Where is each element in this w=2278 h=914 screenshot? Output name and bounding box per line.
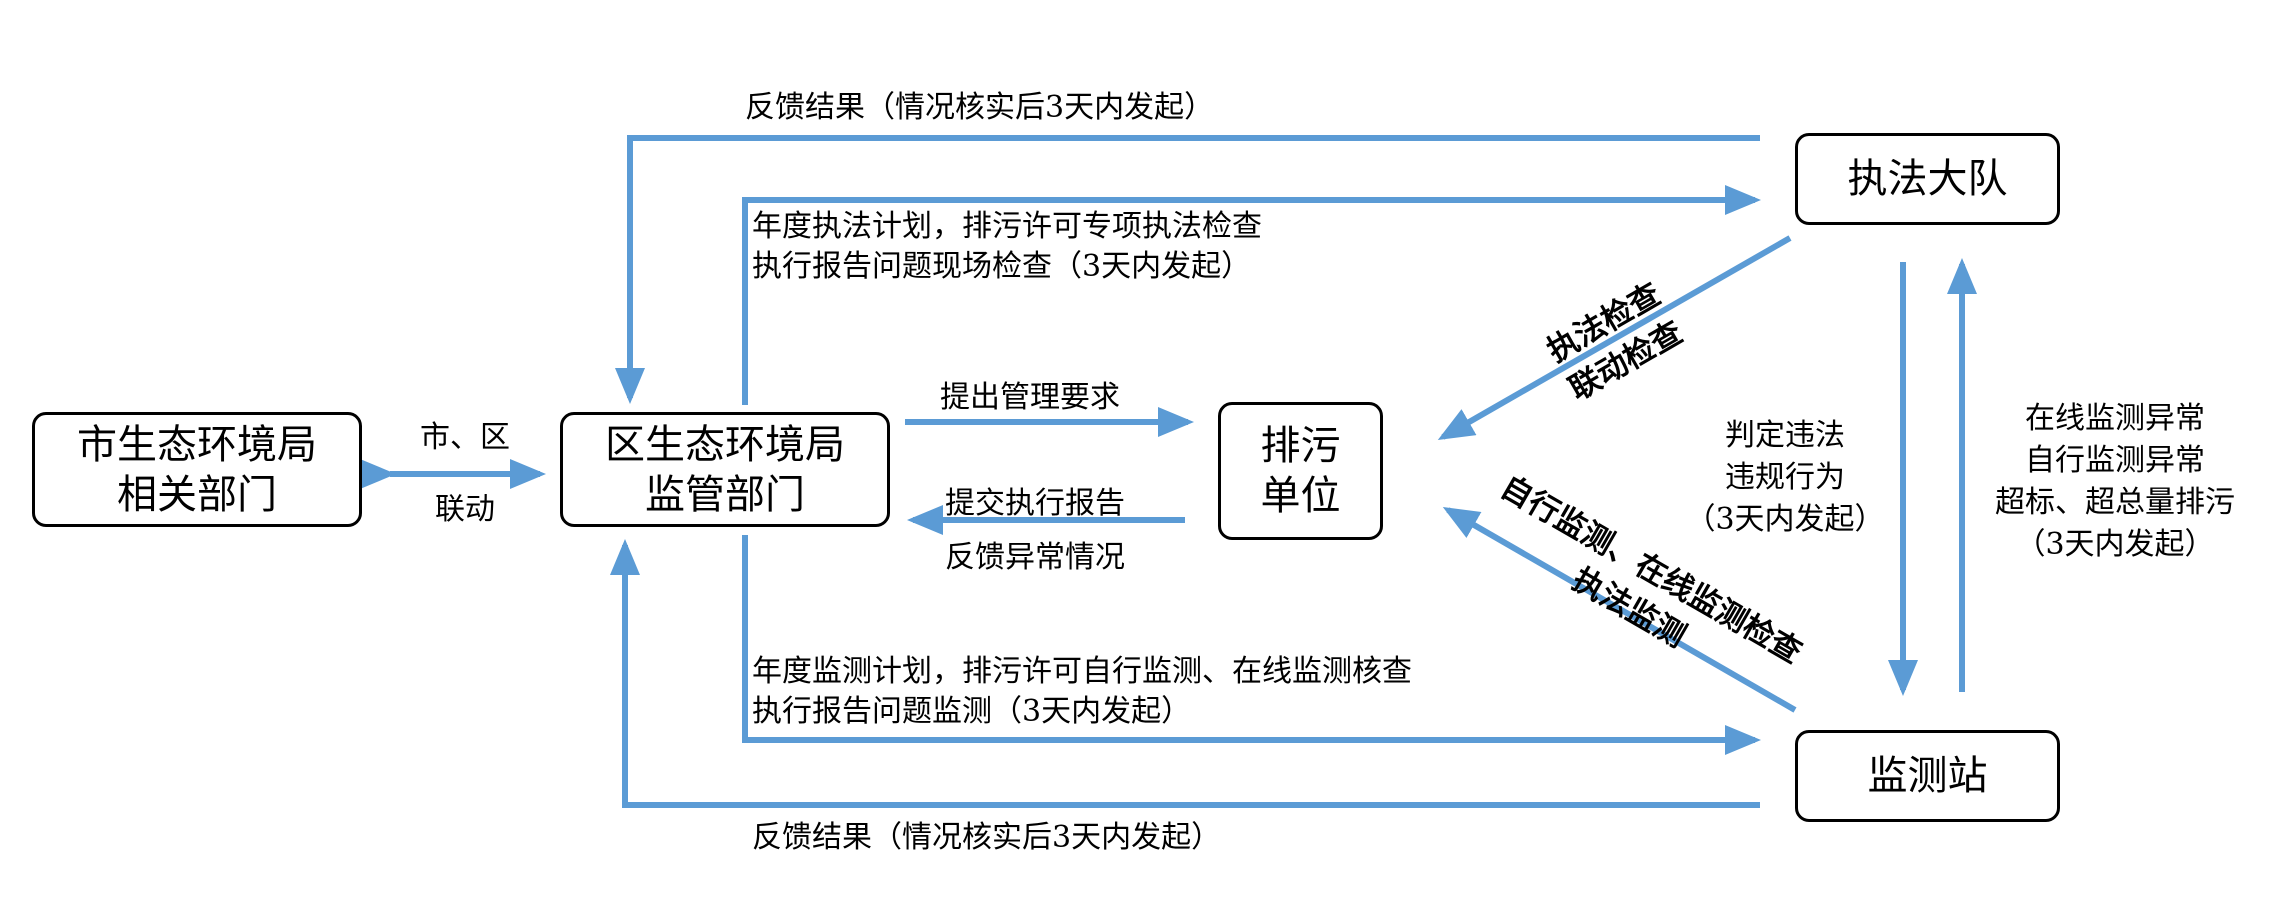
node-polluter-line-2: 单位 xyxy=(1260,473,1341,519)
label-feedback-bottom: 反馈结果（情况核实后3天内发起） xyxy=(752,818,1221,858)
node-polluter: 排污 单位 xyxy=(1218,402,1383,540)
node-monitoring: 监测站 xyxy=(1795,730,2060,822)
node-enforcement: 执法大队 xyxy=(1795,133,2060,225)
node-enforcement-line-1: 执法大队 xyxy=(1847,156,2008,202)
label-city-district-link-line-1: 市、区 xyxy=(420,420,510,455)
label-management-req: 提出管理要求 xyxy=(940,378,1120,418)
label-submit-report-line-2: 反馈异常情况 xyxy=(945,540,1125,575)
label-monitoring-plan-line-1: 年度监测计划，排污许可自行监测、在线监测核查 xyxy=(752,654,1412,689)
label-determine-violation-line-2: 违规行为 xyxy=(1725,460,1845,495)
label-city-district-link: 市、区 联动 xyxy=(400,418,530,530)
node-district-bureau: 区生态环境局 监管部门 xyxy=(560,412,890,527)
label-monitoring-plan-line-2: 执行报告问题监测（3天内发起） xyxy=(752,694,1192,729)
label-determine-violation-line-3: （3天内发起） xyxy=(1685,502,1885,537)
arrow-enforcement-plan xyxy=(742,185,1761,405)
label-enforcement-plan-line-1: 年度执法计划，排污许可专项执法检查 xyxy=(752,209,1262,244)
label-determine-violation: 判定违法 违规行为 （3天内发起） xyxy=(1680,415,1890,541)
node-city-bureau-line-1: 市生态环境局 xyxy=(77,421,317,468)
node-district-bureau-line-2: 监管部门 xyxy=(645,471,805,518)
label-feedback-top: 反馈结果（情况核实后3天内发起） xyxy=(745,88,1214,128)
label-feedback-top-text: 反馈结果（情况核实后3天内发起） xyxy=(745,90,1215,125)
label-submit-report: 提交执行报告 反馈异常情况 xyxy=(945,477,1125,585)
arrow-feedback-top xyxy=(615,135,1760,404)
label-management-req-text: 提出管理要求 xyxy=(940,380,1120,415)
label-online-anomaly-line-1: 在线监测异常 xyxy=(2025,401,2205,436)
node-city-bureau-line-2: 相关部门 xyxy=(117,471,277,518)
label-online-anomaly-line-2: 自行监测异常 xyxy=(2025,443,2205,478)
label-enforcement-plan-line-2: 执行报告问题现场检查（3天内发起） xyxy=(752,249,1252,284)
label-online-anomaly: 在线监测异常 自行监测异常 超标、超总量排污 （3天内发起） xyxy=(1965,398,2265,566)
node-monitoring-line-1: 监测站 xyxy=(1867,753,1988,799)
arrow-feedback-bottom xyxy=(610,539,1760,808)
label-online-anomaly-line-4: （3天内发起） xyxy=(2015,527,2215,562)
label-monitoring-plan: 年度监测计划，排污许可自行监测、在线监测核查 执行报告问题监测（3天内发起） xyxy=(752,652,1412,732)
label-city-district-link-line-2: 联动 xyxy=(435,492,495,527)
arrow-enforcement-check xyxy=(1437,235,1792,440)
arrow-self-monitoring xyxy=(1442,507,1797,713)
label-enforcement-plan: 年度执法计划，排污许可专项执法检查 执行报告问题现场检查（3天内发起） xyxy=(752,207,1262,287)
node-city-bureau: 市生态环境局 相关部门 xyxy=(32,412,362,527)
label-determine-violation-line-1: 判定违法 xyxy=(1725,418,1845,453)
label-online-anomaly-line-3: 超标、超总量排污 xyxy=(1995,485,2235,520)
label-feedback-bottom-text: 反馈结果（情况核实后3天内发起） xyxy=(752,820,1222,855)
node-district-bureau-line-1: 区生态环境局 xyxy=(605,421,845,468)
arrow-monitoring-plan xyxy=(742,535,1761,755)
label-submit-report-line-1: 提交执行报告 xyxy=(945,486,1125,521)
node-polluter-line-1: 排污 xyxy=(1260,423,1341,469)
